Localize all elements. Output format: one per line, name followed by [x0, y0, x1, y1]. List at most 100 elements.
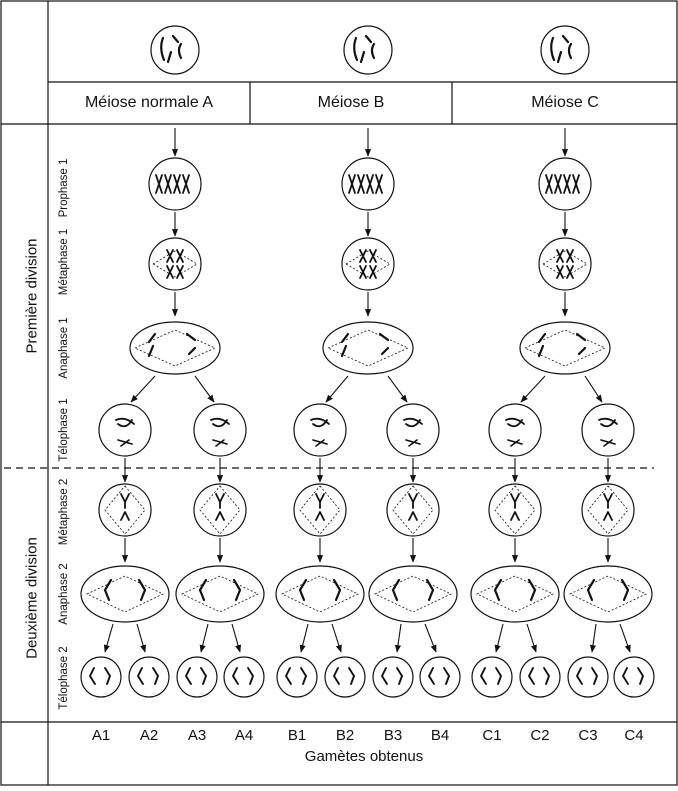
- gametes-caption: Gamètes obtenus: [304, 748, 424, 765]
- parent-cell-c: [540, 25, 590, 75]
- metaphase1-spindle-c: [542, 250, 588, 278]
- phase-label-metaphase1: Métaphase 1: [58, 228, 70, 296]
- chromosome: [603, 493, 613, 521]
- phase-label-telophase1: Télophase 1: [58, 398, 70, 462]
- chromosome-pair: [545, 174, 553, 194]
- chromosome: [312, 439, 328, 447]
- gamete-label-a1: A1: [91, 727, 111, 744]
- arrow-to-gamete-b1-1: [299, 623, 309, 653]
- chromosome-pair: [366, 174, 374, 194]
- chromosome: [212, 439, 228, 447]
- arrow-to-gamete-c2-1: [589, 623, 597, 653]
- arrow-to-telophase1-left-a: [130, 375, 156, 403]
- chromosome: [528, 667, 535, 685]
- gamete-cell-9: [471, 656, 513, 698]
- gamete-cell-3: [176, 656, 218, 698]
- chromosome: [364, 34, 373, 44]
- chromosome: [115, 417, 135, 428]
- chromosome: [591, 667, 598, 685]
- chromosome: [315, 493, 325, 521]
- chromosome-pair: [155, 174, 163, 194]
- anaphase2-spindle-b2: [374, 575, 452, 613]
- gamete-label-b3: B3: [383, 727, 403, 744]
- chromosome-pair: [348, 174, 356, 194]
- phase-label-anaphase2: Anaphase 2: [58, 563, 70, 625]
- anaphase1-spindle-a: [134, 329, 216, 367]
- chromosome: [527, 578, 537, 602]
- gamete-label-a2: A2: [139, 727, 159, 744]
- chromosome: [425, 578, 435, 602]
- gamete-cell-4: [223, 656, 265, 698]
- chromosome-pair: [164, 174, 172, 194]
- arrow-to-gamete-c2-2: [619, 623, 631, 653]
- telophase1-cell-b2: [386, 403, 440, 457]
- chromosome-pair: [166, 265, 184, 279]
- chromosome: [348, 667, 355, 685]
- chromosome: [333, 667, 340, 685]
- metaphase2-spindle-c2: [587, 485, 629, 535]
- chromosome: [556, 50, 563, 64]
- arrow-to-telophase1-left-c: [520, 375, 546, 403]
- arrow-to-gamete-a2-2: [231, 623, 242, 653]
- chromosome: [550, 36, 556, 62]
- gamete-label-a3: A3: [187, 727, 207, 744]
- chromosome: [561, 34, 570, 44]
- chromosome: [637, 667, 644, 685]
- gamete-label-c4: C4: [624, 727, 644, 744]
- metaphase2-spindle-a1: [104, 485, 146, 535]
- chromosome: [103, 578, 113, 602]
- gamete-label-b4: B4: [430, 727, 450, 744]
- chromosome: [370, 42, 376, 60]
- chromosome: [408, 493, 418, 521]
- arrow-to-telophase1-right-c: [584, 375, 603, 403]
- phase-label-metaphase2: Métaphase 2: [58, 478, 70, 546]
- metaphase2-spindle-a2: [199, 485, 241, 535]
- phase-label-prophase1: Prophase 1: [58, 158, 70, 218]
- chromosome: [480, 667, 487, 685]
- chromosome: [215, 493, 225, 521]
- gamete-label-a4: A4: [234, 727, 254, 744]
- arrow-to-telophase1-left-b: [325, 375, 349, 403]
- prophase1-cell-b: [341, 157, 395, 211]
- chromosome: [359, 50, 366, 64]
- chromosome: [340, 332, 350, 358]
- chromosome: [166, 50, 173, 64]
- chromosome: [210, 417, 230, 428]
- chromosome: [160, 36, 166, 62]
- gamete-cell-11: [567, 656, 609, 698]
- anaphase1-cell-b: [322, 321, 414, 375]
- chromosome: [185, 667, 192, 685]
- gamete-cell-6: [324, 656, 366, 698]
- label-second-division: Deuxième division: [23, 537, 41, 659]
- anaphase2-spindle-c1: [476, 575, 554, 613]
- chromosome-pair: [556, 249, 574, 263]
- chromosome: [403, 417, 423, 428]
- chromosome: [104, 667, 111, 685]
- arrow-to-gamete-b2-1: [394, 623, 402, 653]
- metaphase1-cell-b: [341, 237, 395, 291]
- arrow-to-gamete-a1-1: [103, 623, 114, 653]
- chromosome: [396, 667, 403, 685]
- arrow-to-gamete-b1-2: [331, 623, 342, 653]
- chromosome: [171, 34, 180, 44]
- anaphase2-spindle-b1: [281, 575, 359, 613]
- chromosome: [198, 578, 208, 602]
- chromosome: [575, 332, 587, 356]
- metaphase2-cell-c2: [581, 483, 635, 537]
- chromosome: [285, 667, 292, 685]
- chromosome: [391, 578, 401, 602]
- arrow-to-gamete-a2-1: [199, 623, 209, 653]
- parent-cell-a: [150, 25, 200, 75]
- chromosome: [543, 667, 550, 685]
- anaphase1-cell-a: [129, 321, 221, 375]
- chromosome: [505, 417, 525, 428]
- chromosome: [298, 578, 308, 602]
- chromosome-pair: [375, 174, 383, 194]
- arrow-to-gamete-b2-2: [424, 623, 437, 653]
- gamete-cell-7: [372, 656, 414, 698]
- anaphase1-cell-c: [519, 321, 611, 375]
- chromosome: [137, 578, 147, 602]
- chromosome: [89, 667, 96, 685]
- chromosome-pair: [173, 174, 181, 194]
